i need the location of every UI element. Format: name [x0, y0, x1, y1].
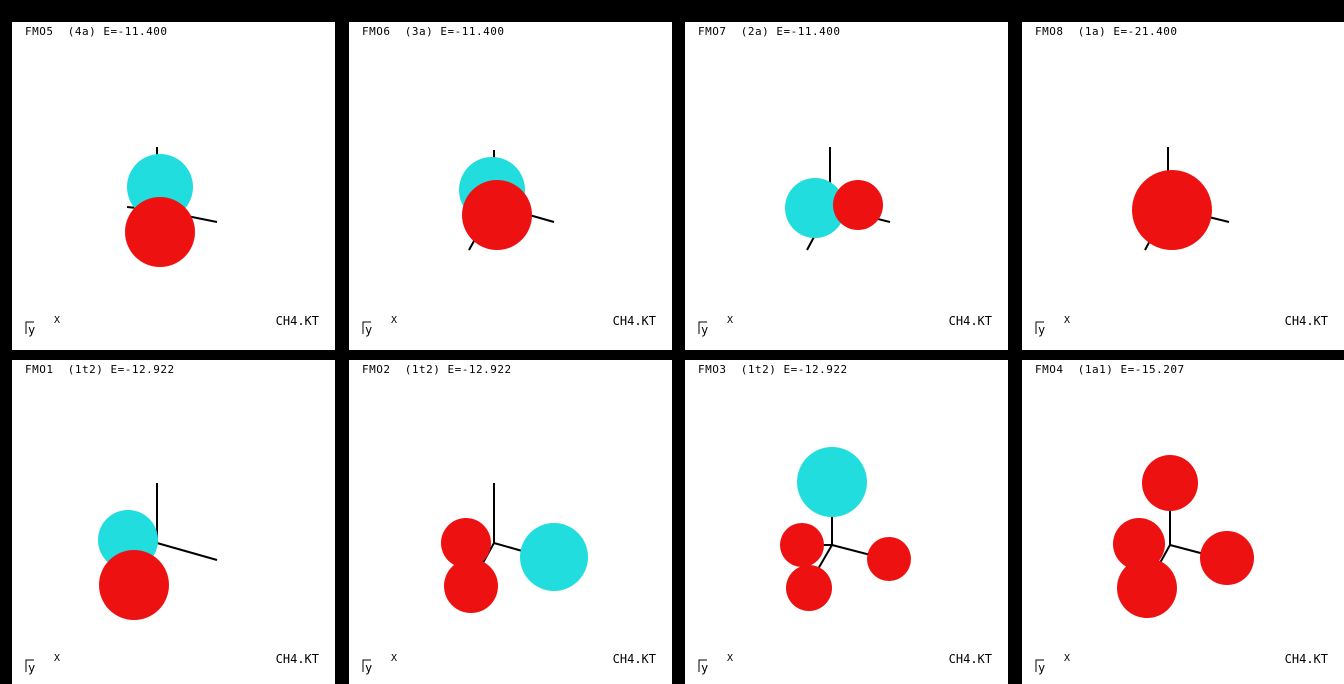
orbital-plot: y X [698, 447, 911, 675]
lobe-positive [867, 537, 911, 581]
svg-text:X: X [391, 653, 397, 664]
svg-text:X: X [727, 653, 733, 664]
coordinate-triad-icon: y X [1035, 315, 1070, 337]
file-label: CH4.KT [1284, 652, 1328, 666]
coordinate-triad-icon: y X [698, 315, 733, 337]
orbital-title: FMO1 (1t2) E=-12.922 [25, 363, 175, 376]
svg-text:y: y [365, 661, 372, 675]
orbital-plot: y X [362, 483, 588, 675]
orbital-title: FMO3 (1t2) E=-12.922 [698, 363, 848, 376]
orbital-plot: y X [698, 147, 891, 337]
lobe-positive [441, 518, 491, 568]
lobe-positive [1200, 531, 1254, 585]
lobe-positive [99, 550, 169, 620]
lobe-positive [444, 559, 498, 613]
file-label: CH4.KT [948, 652, 992, 666]
svg-text:y: y [1038, 661, 1045, 675]
orbital-title: FMO8 (1a) E=-21.400 [1035, 25, 1178, 38]
svg-text:y: y [701, 661, 708, 675]
orbital-title: FMO2 (1t2) E=-12.922 [362, 363, 512, 376]
lobe-negative [785, 178, 845, 238]
orbital-plot: y X [1035, 147, 1230, 337]
coordinate-triad-icon: y X [1035, 653, 1070, 675]
svg-text:y: y [1038, 323, 1045, 337]
file-label: CH4.KT [948, 314, 992, 328]
lobe-negative [797, 447, 867, 517]
svg-text:y: y [701, 323, 708, 337]
coordinate-triad-icon: y X [25, 315, 60, 337]
file-label: CH4.KT [612, 652, 656, 666]
lobe-positive [786, 565, 832, 611]
orbital-plot: y X [25, 483, 218, 675]
coordinate-triad-icon: y X [362, 653, 397, 675]
file-label: CH4.KT [612, 314, 656, 328]
orbital-title: FMO5 (4a) E=-11.400 [25, 25, 168, 38]
orbital-panel-fmo2: FMO2 (1t2) E=-12.922 y X CH4.KT [348, 359, 673, 684]
orbital-plot: y X [25, 147, 218, 337]
lobe-positive [833, 180, 883, 230]
coordinate-triad-icon: y X [362, 315, 397, 337]
orbital-plot: y X [362, 150, 555, 337]
svg-text:y: y [28, 661, 35, 675]
svg-text:y: y [365, 323, 372, 337]
lobe-positive [125, 197, 195, 267]
svg-text:X: X [727, 315, 733, 326]
lobe-positive [1117, 558, 1177, 618]
file-label: CH4.KT [275, 652, 319, 666]
coordinate-triad-icon: y X [698, 653, 733, 675]
svg-text:X: X [1064, 653, 1070, 664]
orbital-panel-fmo8: FMO8 (1a) E=-21.400 y X CH4.KT [1021, 21, 1344, 351]
svg-text:X: X [54, 653, 60, 664]
orbital-panel-fmo5: FMO5 (4a) E=-11.400 y X CH4.KT [11, 21, 336, 351]
lobe-positive [1142, 455, 1198, 511]
orbital-panel-fmo7: FMO7 (2a) E=-11.400 y X CH4.KT [684, 21, 1009, 351]
orbital-panel-fmo3: FMO3 (1t2) E=-12.922 y X CH4.KT [684, 359, 1009, 684]
lobe-positive [1132, 170, 1212, 250]
orbital-title: FMO7 (2a) E=-11.400 [698, 25, 841, 38]
svg-text:y: y [28, 323, 35, 337]
lobe-positive [462, 180, 532, 250]
orbital-title: FMO4 (1a1) E=-15.207 [1035, 363, 1185, 376]
svg-text:X: X [1064, 315, 1070, 326]
file-label: CH4.KT [1284, 314, 1328, 328]
svg-text:X: X [391, 315, 397, 326]
lobe-negative [520, 523, 588, 591]
lobe-positive [1113, 518, 1165, 570]
orbital-plot: y X [1035, 455, 1254, 675]
coordinate-triad-icon: y X [25, 653, 60, 675]
file-label: CH4.KT [275, 314, 319, 328]
orbital-panel-fmo6: FMO6 (3a) E=-11.400 y X CH4.KT [348, 21, 673, 351]
svg-text:X: X [54, 315, 60, 326]
orbital-panel-fmo4: FMO4 (1a1) E=-15.207 y X CH4.KT [1021, 359, 1344, 684]
orbital-panel-fmo1: FMO1 (1t2) E=-12.922 y X CH4.KT [11, 359, 336, 684]
orbital-title: FMO6 (3a) E=-11.400 [362, 25, 505, 38]
lobe-positive [780, 523, 824, 567]
